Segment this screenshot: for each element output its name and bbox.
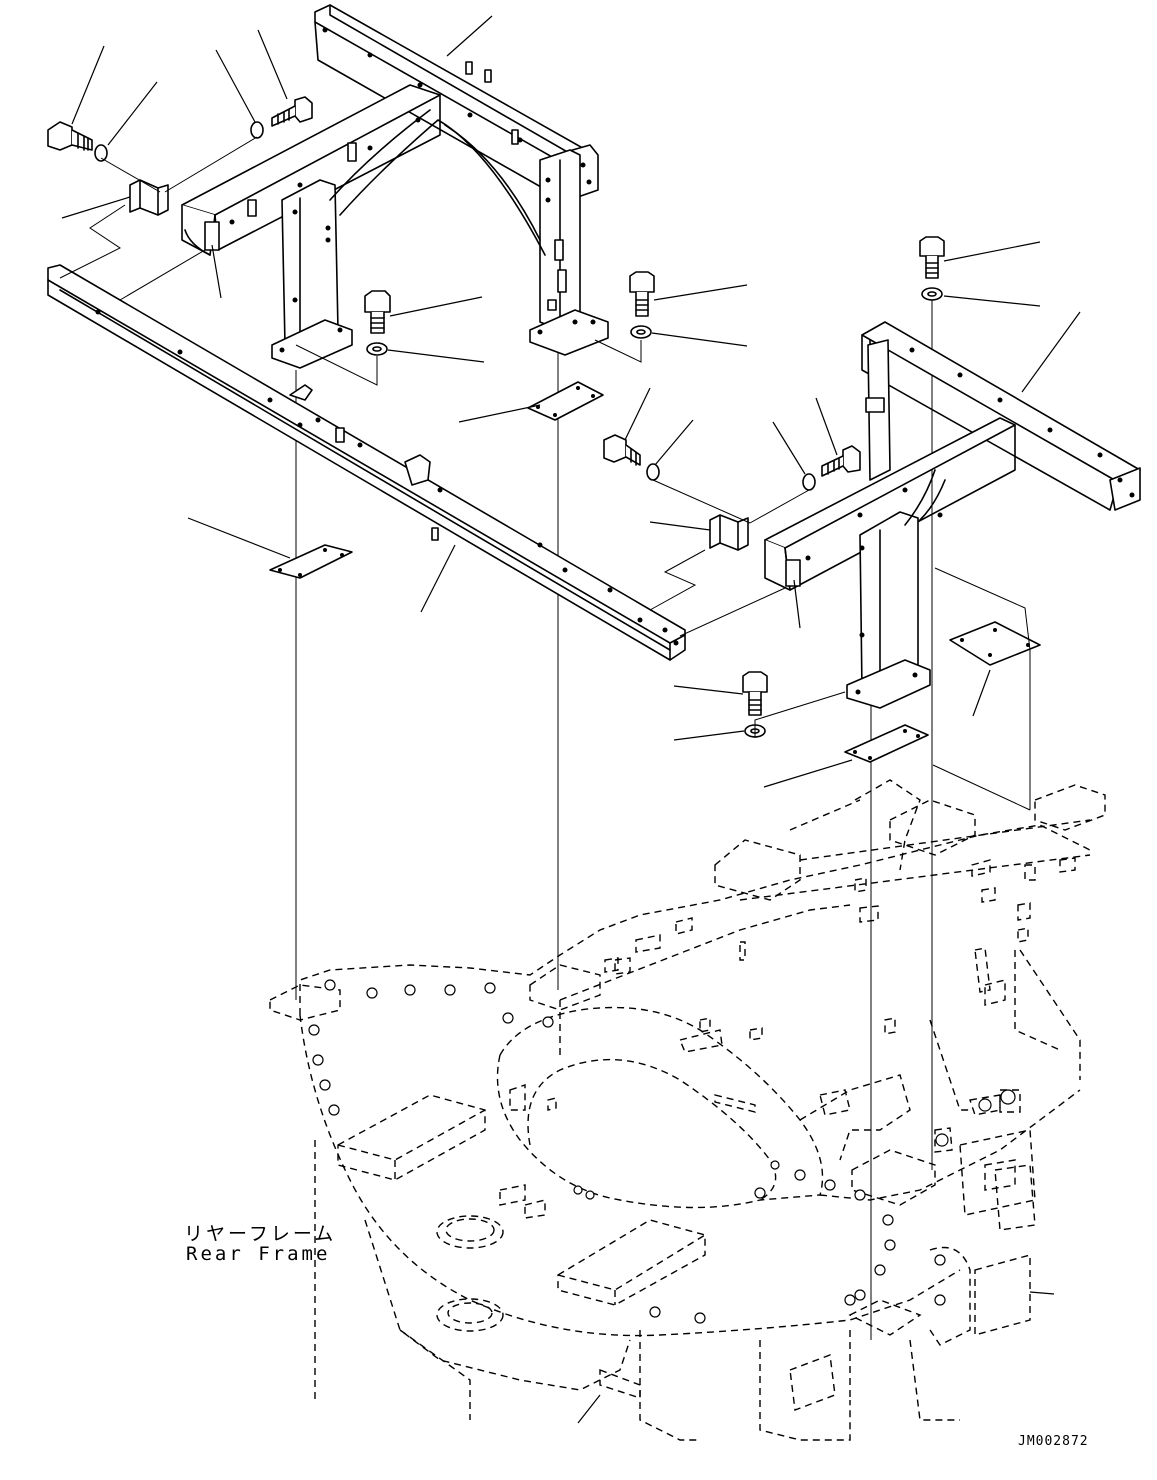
left-stand-holes [229, 27, 596, 353]
assembly-lines [59, 136, 1031, 738]
drawing-id: JM002872 [1018, 1434, 1089, 1449]
rear-frame-label-en: Rear Frame [186, 1243, 331, 1265]
alignment-lines [295, 300, 1031, 1340]
rear-frame-outline [269, 779, 1106, 1441]
left-stand-assembly [181, 4, 609, 369]
mounting-plates [269, 381, 1041, 763]
brackets [129, 179, 749, 551]
rail-holes [95, 309, 679, 646]
rear-frame-openings [436, 1215, 504, 1332]
washers [94, 121, 943, 738]
rear-frame-mounts [547, 857, 1076, 1111]
right-stand-assembly [764, 321, 1141, 709]
rear-frame-label-jp: リヤーフレーム [184, 1223, 337, 1245]
right-stand-holes [805, 347, 1135, 695]
leader-lines [61, 15, 1081, 1424]
diagonal-rail [47, 264, 686, 661]
bolts [47, 96, 945, 716]
rear-frame-bolt-holes [308, 979, 1016, 1324]
